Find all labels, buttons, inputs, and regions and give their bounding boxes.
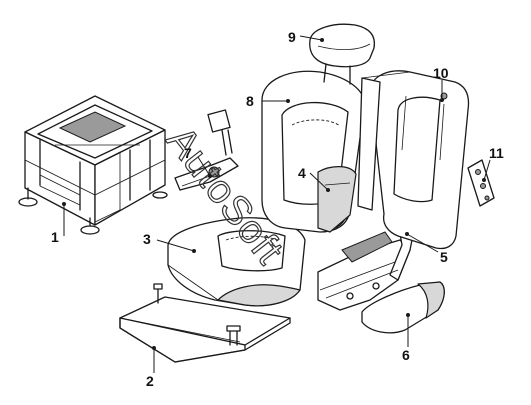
seat-belt-buckle-part [174,109,239,191]
side-trim-part [317,166,357,233]
seat-tray-part [119,283,291,363]
callout-10: 10 [433,65,449,81]
leader-lines [62,35,491,373]
callout-7: 7 [184,145,192,161]
bracket-part [467,159,495,207]
callout-labels: 1 2 3 4 5 6 7 8 9 10 11 [51,29,504,389]
callout-5: 5 [440,249,448,265]
callout-3: 3 [143,231,151,247]
callout-1: 1 [51,229,59,245]
back-panel-part [357,70,470,250]
callout-6: 6 [402,347,410,363]
callout-4: 4 [298,165,306,181]
seat-cushion-part [167,217,306,307]
seat-frame-part [18,95,168,235]
headrest-part [309,23,376,85]
callout-11: 11 [489,145,504,161]
callout-2: 2 [146,373,154,389]
callout-9: 9 [288,29,296,45]
side-cover-part [361,281,445,334]
callout-8: 8 [246,93,254,109]
